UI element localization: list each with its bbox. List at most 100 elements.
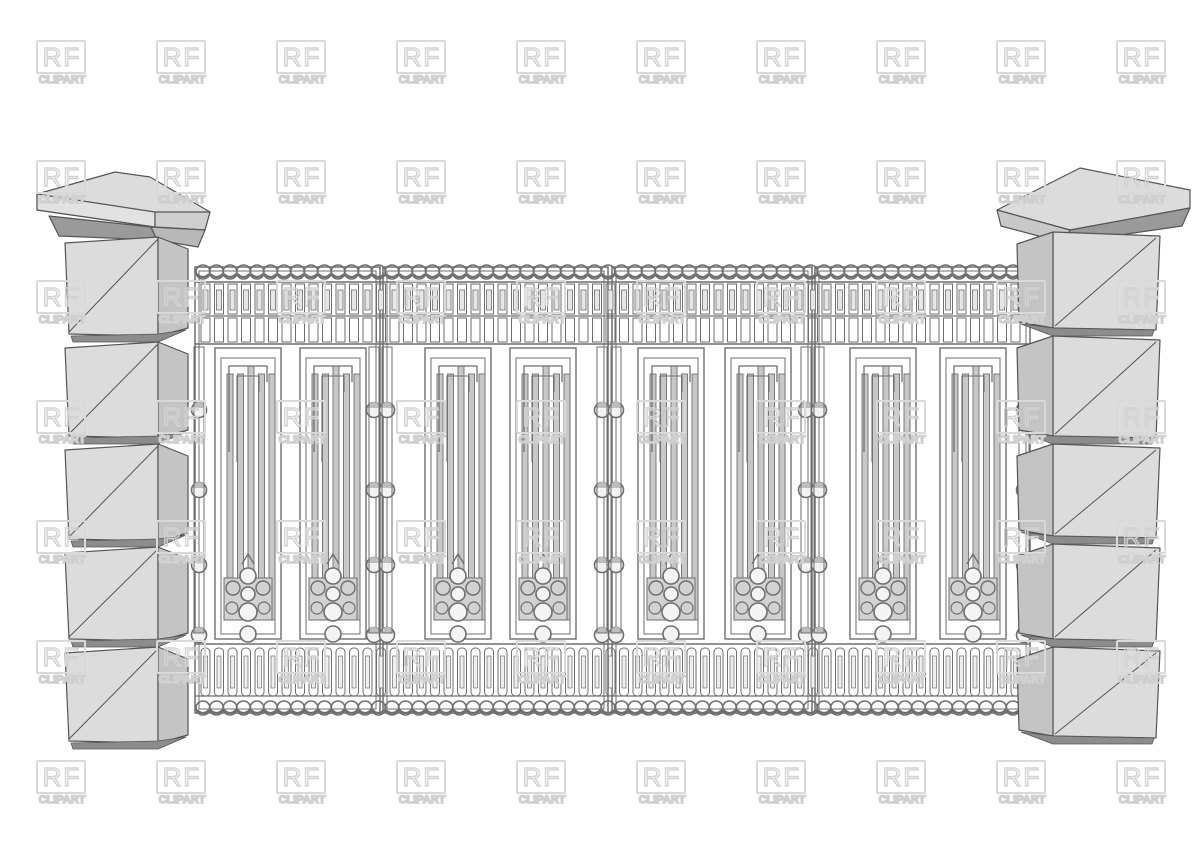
watermark-clipart-text: CLIPART xyxy=(158,553,206,567)
watermark-frame xyxy=(396,400,446,434)
gate-bay-2 xyxy=(299,347,367,643)
watermark-rf-text: RF xyxy=(402,522,442,552)
watermark-rf-text: RF xyxy=(1122,162,1162,192)
watermark-frame xyxy=(636,40,686,74)
watermark-clipart-text: CLIPART xyxy=(518,553,566,567)
watermark-rf-text: RF xyxy=(642,42,682,72)
watermark-clipart-text: CLIPART xyxy=(638,313,686,327)
watermark-rf-text: RF xyxy=(522,642,562,672)
watermark-frame xyxy=(876,640,926,674)
watermark-rf-text: RF xyxy=(402,42,442,72)
watermark-clipart-text: CLIPART xyxy=(518,673,566,687)
watermark-frame xyxy=(396,280,446,314)
watermark-frame xyxy=(396,40,446,74)
watermark-clipart-text: CLIPART xyxy=(998,553,1046,567)
gate-bay-3 xyxy=(424,347,492,643)
watermark-rf-text: RF xyxy=(282,42,322,72)
watermark-rf-text: RF xyxy=(162,642,202,672)
watermark-frame xyxy=(876,400,926,434)
watermark-rf-text: RF xyxy=(762,642,802,672)
watermark-rf-text: RF xyxy=(42,402,82,432)
watermark-rf-text: RF xyxy=(882,762,922,792)
watermark-clipart-text: CLIPART xyxy=(878,313,926,327)
watermark-rf-text: RF xyxy=(1122,402,1162,432)
watermark-clipart-text: CLIPART xyxy=(758,793,806,807)
watermark-clipart-text: CLIPART xyxy=(398,793,446,807)
watermark-clipart-text: CLIPART xyxy=(38,73,86,87)
watermark-rf-text: RF xyxy=(282,282,322,312)
watermark-clipart-text: CLIPART xyxy=(518,313,566,327)
watermark-rf-text: RF xyxy=(162,402,202,432)
watermark-rf-text: RF xyxy=(402,162,442,192)
watermark-frame xyxy=(996,520,1046,554)
watermark-frame xyxy=(876,520,926,554)
watermark-clipart-text: CLIPART xyxy=(638,433,686,447)
watermark-rf-text: RF xyxy=(762,522,802,552)
watermark-clipart-text: CLIPART xyxy=(398,313,446,327)
watermark-rf-text: RF xyxy=(1002,762,1042,792)
watermark-clipart-text: CLIPART xyxy=(1118,313,1166,327)
floral-ornament xyxy=(733,552,783,643)
watermark-clipart-text: CLIPART xyxy=(158,313,206,327)
watermark-rf-text: RF xyxy=(282,402,322,432)
watermark-frame xyxy=(636,400,686,434)
gate-bay-4 xyxy=(509,347,577,643)
watermark-clipart-text: CLIPART xyxy=(38,433,86,447)
watermark-frame xyxy=(756,400,806,434)
pillar-block xyxy=(1016,543,1161,648)
watermark-frame xyxy=(1116,280,1166,314)
watermark-rf-text: RF xyxy=(642,762,682,792)
floral-ornament xyxy=(858,552,908,643)
watermark-frame xyxy=(996,400,1046,434)
watermark-rf-text: RF xyxy=(402,402,442,432)
watermark-rf-text: RF xyxy=(882,642,922,672)
watermark-frame xyxy=(996,640,1046,674)
watermark-rf-text: RF xyxy=(162,162,202,192)
watermark-frame xyxy=(396,640,446,674)
gate-bay-5 xyxy=(637,347,705,643)
gate-bay-1 xyxy=(214,347,282,643)
pillar-block xyxy=(64,646,189,750)
pillar-block xyxy=(1016,443,1161,545)
watermark-rf-text: RF xyxy=(762,162,802,192)
watermark-clipart-text: CLIPART xyxy=(278,313,326,327)
watermark-rf-text: RF xyxy=(1002,402,1042,432)
watermark-clipart-text: CLIPART xyxy=(518,73,566,87)
watermark-frame xyxy=(876,40,926,74)
watermark-clipart-text: CLIPART xyxy=(1118,433,1166,447)
watermark-frame xyxy=(636,160,686,194)
watermark-frame xyxy=(396,520,446,554)
watermark-rf-text: RF xyxy=(762,42,802,72)
watermark-rf-text: RF xyxy=(42,162,82,192)
watermark-rf-text: RF xyxy=(42,42,82,72)
watermark-clipart-text: CLIPART xyxy=(638,193,686,207)
watermark-rf-text: RF xyxy=(162,282,202,312)
watermark-rf-text: RF xyxy=(1122,282,1162,312)
watermark-frame xyxy=(756,520,806,554)
watermark-clipart-text: CLIPART xyxy=(758,73,806,87)
watermark-clipart-text: CLIPART xyxy=(278,193,326,207)
pillar-block xyxy=(64,443,189,548)
watermark-frame xyxy=(516,520,566,554)
watermark-clipart-text: CLIPART xyxy=(998,433,1046,447)
watermark-clipart-text: CLIPART xyxy=(998,73,1046,87)
